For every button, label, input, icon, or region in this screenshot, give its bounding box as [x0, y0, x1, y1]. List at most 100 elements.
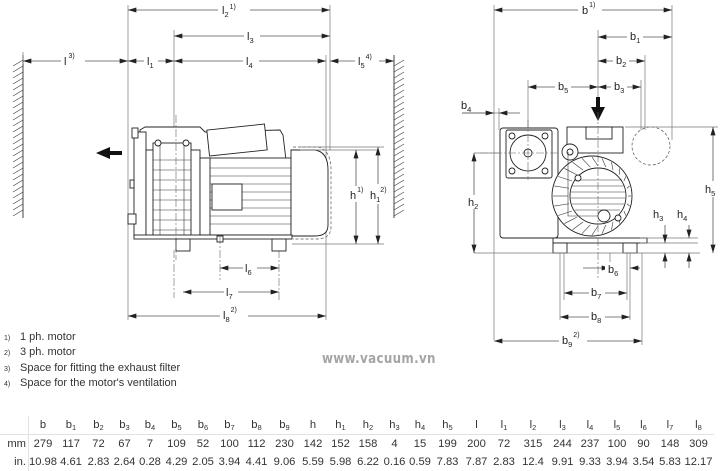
fan-fin: [623, 176, 627, 182]
value-cell: 7: [146, 438, 154, 450]
footnote-item: 4)Space for the motor's ventilation: [4, 376, 180, 391]
wall-hatch-line: [393, 179, 405, 187]
dim-label-b7: b7: [591, 287, 601, 301]
value-cell: 230: [275, 438, 294, 450]
column-header: l1: [491, 416, 517, 435]
footnote-item: 2)3 ph. motor: [4, 345, 180, 360]
column-header: l4: [576, 416, 604, 435]
dim-label-l4: l4: [246, 56, 253, 70]
value-cell: 142: [303, 438, 323, 450]
column-header: b1: [57, 416, 85, 435]
fan-fin: [623, 210, 627, 216]
value-cell: 279: [33, 438, 53, 450]
value-cell: 2.64: [113, 456, 136, 468]
value-cell: 199: [438, 438, 457, 450]
wall-hatch-line: [12, 137, 24, 145]
column-header: b9: [270, 416, 299, 435]
column-header: b7: [216, 416, 243, 435]
wall-hatch-line: [12, 143, 24, 151]
value-cell: 15: [413, 438, 427, 450]
value-cell: 309: [689, 438, 708, 450]
wall-hatch-line: [12, 161, 24, 169]
wall-hatch-line: [393, 89, 405, 97]
value-cell: 4: [391, 438, 398, 450]
dim-label-l7: l7: [226, 287, 233, 301]
wall-hatch-line: [12, 149, 24, 157]
column-header: b6: [190, 416, 216, 435]
wall-hatch-line: [393, 143, 405, 151]
column-header: h1: [327, 416, 354, 435]
unit-cell: mm: [0, 434, 29, 453]
fan-fin: [558, 210, 573, 216]
end-view: b1) b1 b2 b5 b3 b4: [461, 2, 721, 349]
value-cell: 5.98: [329, 456, 352, 468]
value-cell: 9.06: [273, 456, 296, 468]
wall-hatch-line: [393, 113, 405, 121]
fan-fin: [611, 162, 614, 171]
dim-label-b6: b6: [608, 264, 618, 278]
value-cell: 72: [92, 438, 105, 450]
wall-hatch-line: [12, 107, 24, 115]
dim-label-b2: b2: [616, 55, 626, 69]
wall-hatch-line: [393, 125, 405, 133]
unit-header-cell: [0, 416, 29, 435]
wall-hatch-line: [12, 155, 24, 163]
value-cell: 3.54: [632, 456, 655, 468]
value-cell: 4.29: [165, 456, 188, 468]
value-cell: 117: [62, 438, 80, 450]
wall-hatch-line: [12, 167, 24, 175]
value-cell: 4.41: [245, 456, 268, 468]
value-cell: 2.83: [87, 456, 110, 468]
value-cell: 100: [220, 438, 239, 450]
wall-hatch-line: [12, 65, 24, 73]
fan-fin: [591, 225, 599, 236]
value-cell: 9.33: [579, 456, 601, 468]
dim-label-l3: l3: [247, 31, 254, 45]
wall-hatch-line: [393, 77, 405, 85]
fan-fin: [581, 224, 591, 234]
column-header: l6: [630, 416, 657, 435]
column-header: b5: [163, 416, 190, 435]
footnote-text: Space for the motor's ventilation: [20, 376, 177, 389]
value-cell: 90: [637, 438, 650, 450]
wall-hatch-line: [393, 209, 405, 217]
dim-label-l6: l6: [245, 263, 252, 277]
dim-label-b5: b5: [558, 81, 568, 95]
fan-fin: [601, 158, 607, 168]
dim-label-b3: b3: [614, 81, 624, 95]
wall-hatch-line: [393, 65, 405, 73]
unit-cell: in.: [0, 453, 29, 471]
footnote-text: 1 ph. motor: [20, 331, 76, 343]
wall-hatch-line: [12, 113, 24, 121]
value-cell: 4.61: [60, 456, 82, 468]
value-cell: 5.59: [302, 456, 324, 468]
column-header: l5: [604, 416, 630, 435]
wall-hatch-line: [393, 203, 405, 211]
watermark: www.vacuum.vn: [322, 351, 436, 367]
dim-label-h2: h2: [468, 197, 478, 211]
wall-hatch-line: [12, 191, 24, 199]
value-cell: 72: [497, 438, 511, 450]
wall-hatch-line: [393, 131, 405, 139]
wall-hatch-line: [12, 119, 24, 127]
column-header: b4: [137, 416, 163, 435]
value-cell: 9.91: [551, 456, 574, 468]
column-header: b3: [112, 416, 137, 435]
wall-hatch-line: [393, 95, 405, 103]
column-header: l2: [517, 416, 549, 435]
value-cell: 0.16: [383, 456, 406, 468]
wall-hatch-line: [393, 191, 405, 199]
value-cell: 12.4: [522, 456, 544, 468]
value-cell: 2.83: [493, 456, 515, 468]
wall-hatch-line: [393, 71, 405, 79]
wall-hatch-line: [12, 89, 24, 97]
dim-label-l1: l1: [147, 56, 154, 70]
fan-fin: [554, 203, 570, 207]
value-cell: 0.28: [139, 456, 161, 468]
wall-hatch-line: [12, 125, 24, 133]
column-header: b2: [85, 416, 112, 435]
dim-label-l8: l82): [223, 307, 237, 324]
